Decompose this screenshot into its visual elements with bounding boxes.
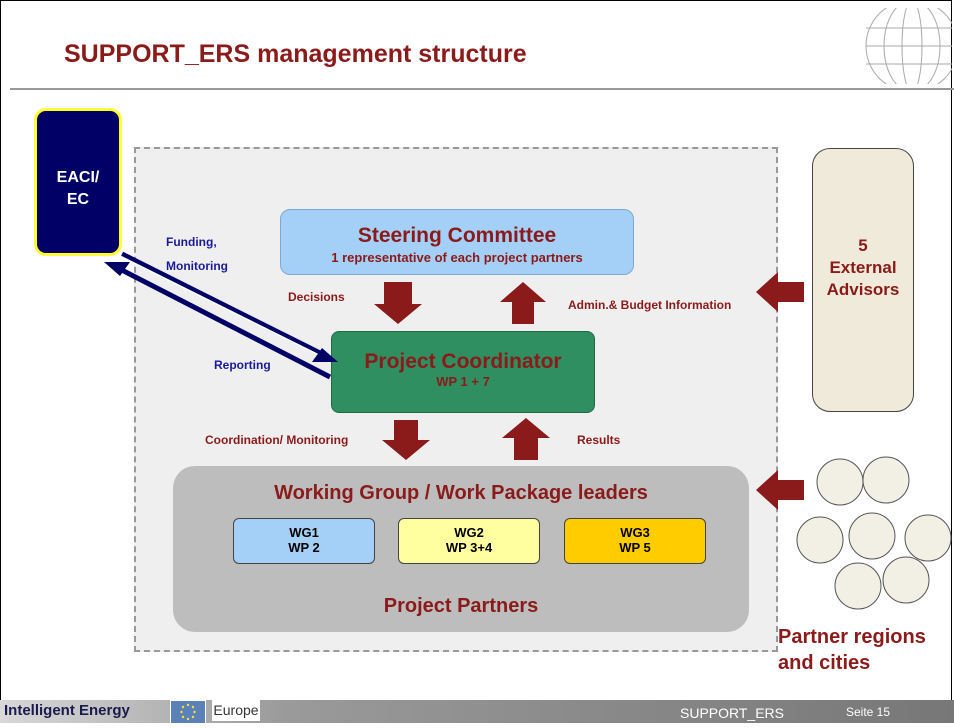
working-group-title: Working Group / Work Package leaders bbox=[274, 482, 648, 504]
partner-regions-line2: and cities bbox=[778, 652, 871, 674]
coordinator-subtitle: WP 1 + 7 bbox=[436, 374, 490, 389]
eaci-ec-box: EACI/ EC bbox=[34, 108, 122, 256]
globe-icon bbox=[865, 8, 952, 84]
partners-arrow bbox=[756, 470, 804, 510]
footer-page-number: Seite 15 bbox=[846, 705, 891, 719]
wg2-wp-label: WP 3+4 bbox=[445, 540, 493, 555]
steering-committee-box: Steering Committee 1 representative of e… bbox=[280, 209, 634, 275]
results-label: Results bbox=[577, 433, 621, 447]
wg2-label: WG2 bbox=[454, 525, 484, 540]
external-advisors-box: 5 External Advisors bbox=[812, 148, 914, 412]
admin-budget-label: Admin.& Budget Information bbox=[568, 298, 732, 312]
partner-circle bbox=[848, 512, 896, 560]
wg1-label: WG1 bbox=[289, 525, 319, 540]
wg1-wp-label: WP 2 bbox=[288, 540, 320, 555]
partner-circle bbox=[834, 562, 882, 610]
decisions-label: Decisions bbox=[288, 290, 345, 304]
coordination-arrow bbox=[382, 420, 430, 460]
advisors-line2: External bbox=[829, 258, 897, 277]
wg2-box: WG2 WP 3+4 bbox=[398, 518, 540, 564]
slide-title: SUPPORT_ERS management structure bbox=[64, 40, 527, 68]
partner-circle bbox=[882, 556, 930, 604]
information-up-arrow bbox=[500, 282, 546, 324]
coordinator-title: Project Coordinator bbox=[364, 350, 562, 373]
footer-brand: Intelligent Energy bbox=[4, 702, 130, 719]
partner-regions-label: Partner regions and cities bbox=[778, 624, 926, 676]
partner-circle bbox=[796, 516, 844, 564]
coordination-label: Coordination/ Monitoring bbox=[205, 433, 349, 447]
reporting-arrow bbox=[104, 262, 332, 380]
ec-label: EC bbox=[66, 191, 90, 208]
wg3-label: WG3 bbox=[620, 525, 650, 540]
advisors-arrow bbox=[756, 272, 804, 312]
partner-regions-line1: Partner regions bbox=[778, 626, 926, 648]
eaci-label: EACI/ bbox=[56, 169, 100, 186]
partner-circle bbox=[816, 458, 864, 506]
advisors-count: 5 bbox=[858, 236, 868, 255]
eu-flag-icon bbox=[170, 700, 206, 724]
footer-brand-suffix: Europe bbox=[212, 700, 260, 721]
footer-project: SUPPORT_ERS bbox=[680, 705, 784, 721]
project-partners-label: Project Partners bbox=[383, 595, 539, 617]
wg3-wp-label: WP 5 bbox=[619, 540, 651, 555]
partner-circles bbox=[796, 456, 952, 610]
monitoring-label: Monitoring bbox=[166, 259, 228, 273]
wg1-box: WG1 WP 2 bbox=[233, 518, 375, 564]
funding-label: Funding, bbox=[166, 235, 217, 249]
steering-title: Steering Committee bbox=[357, 224, 557, 247]
project-coordinator-box: Project Coordinator WP 1 + 7 bbox=[331, 331, 595, 413]
title-divider bbox=[10, 88, 954, 90]
steering-subtitle: 1 representative of each project partner… bbox=[331, 250, 583, 265]
partner-circle bbox=[904, 514, 952, 562]
funding-arrow bbox=[115, 251, 338, 362]
results-arrow bbox=[502, 418, 550, 460]
wg3-box: WG3 WP 5 bbox=[564, 518, 706, 564]
advisors-line3: Advisors bbox=[826, 280, 900, 299]
footer-bar bbox=[0, 700, 954, 723]
partner-circle bbox=[862, 456, 910, 504]
decisions-arrow bbox=[374, 282, 422, 324]
reporting-label: Reporting bbox=[214, 358, 271, 372]
